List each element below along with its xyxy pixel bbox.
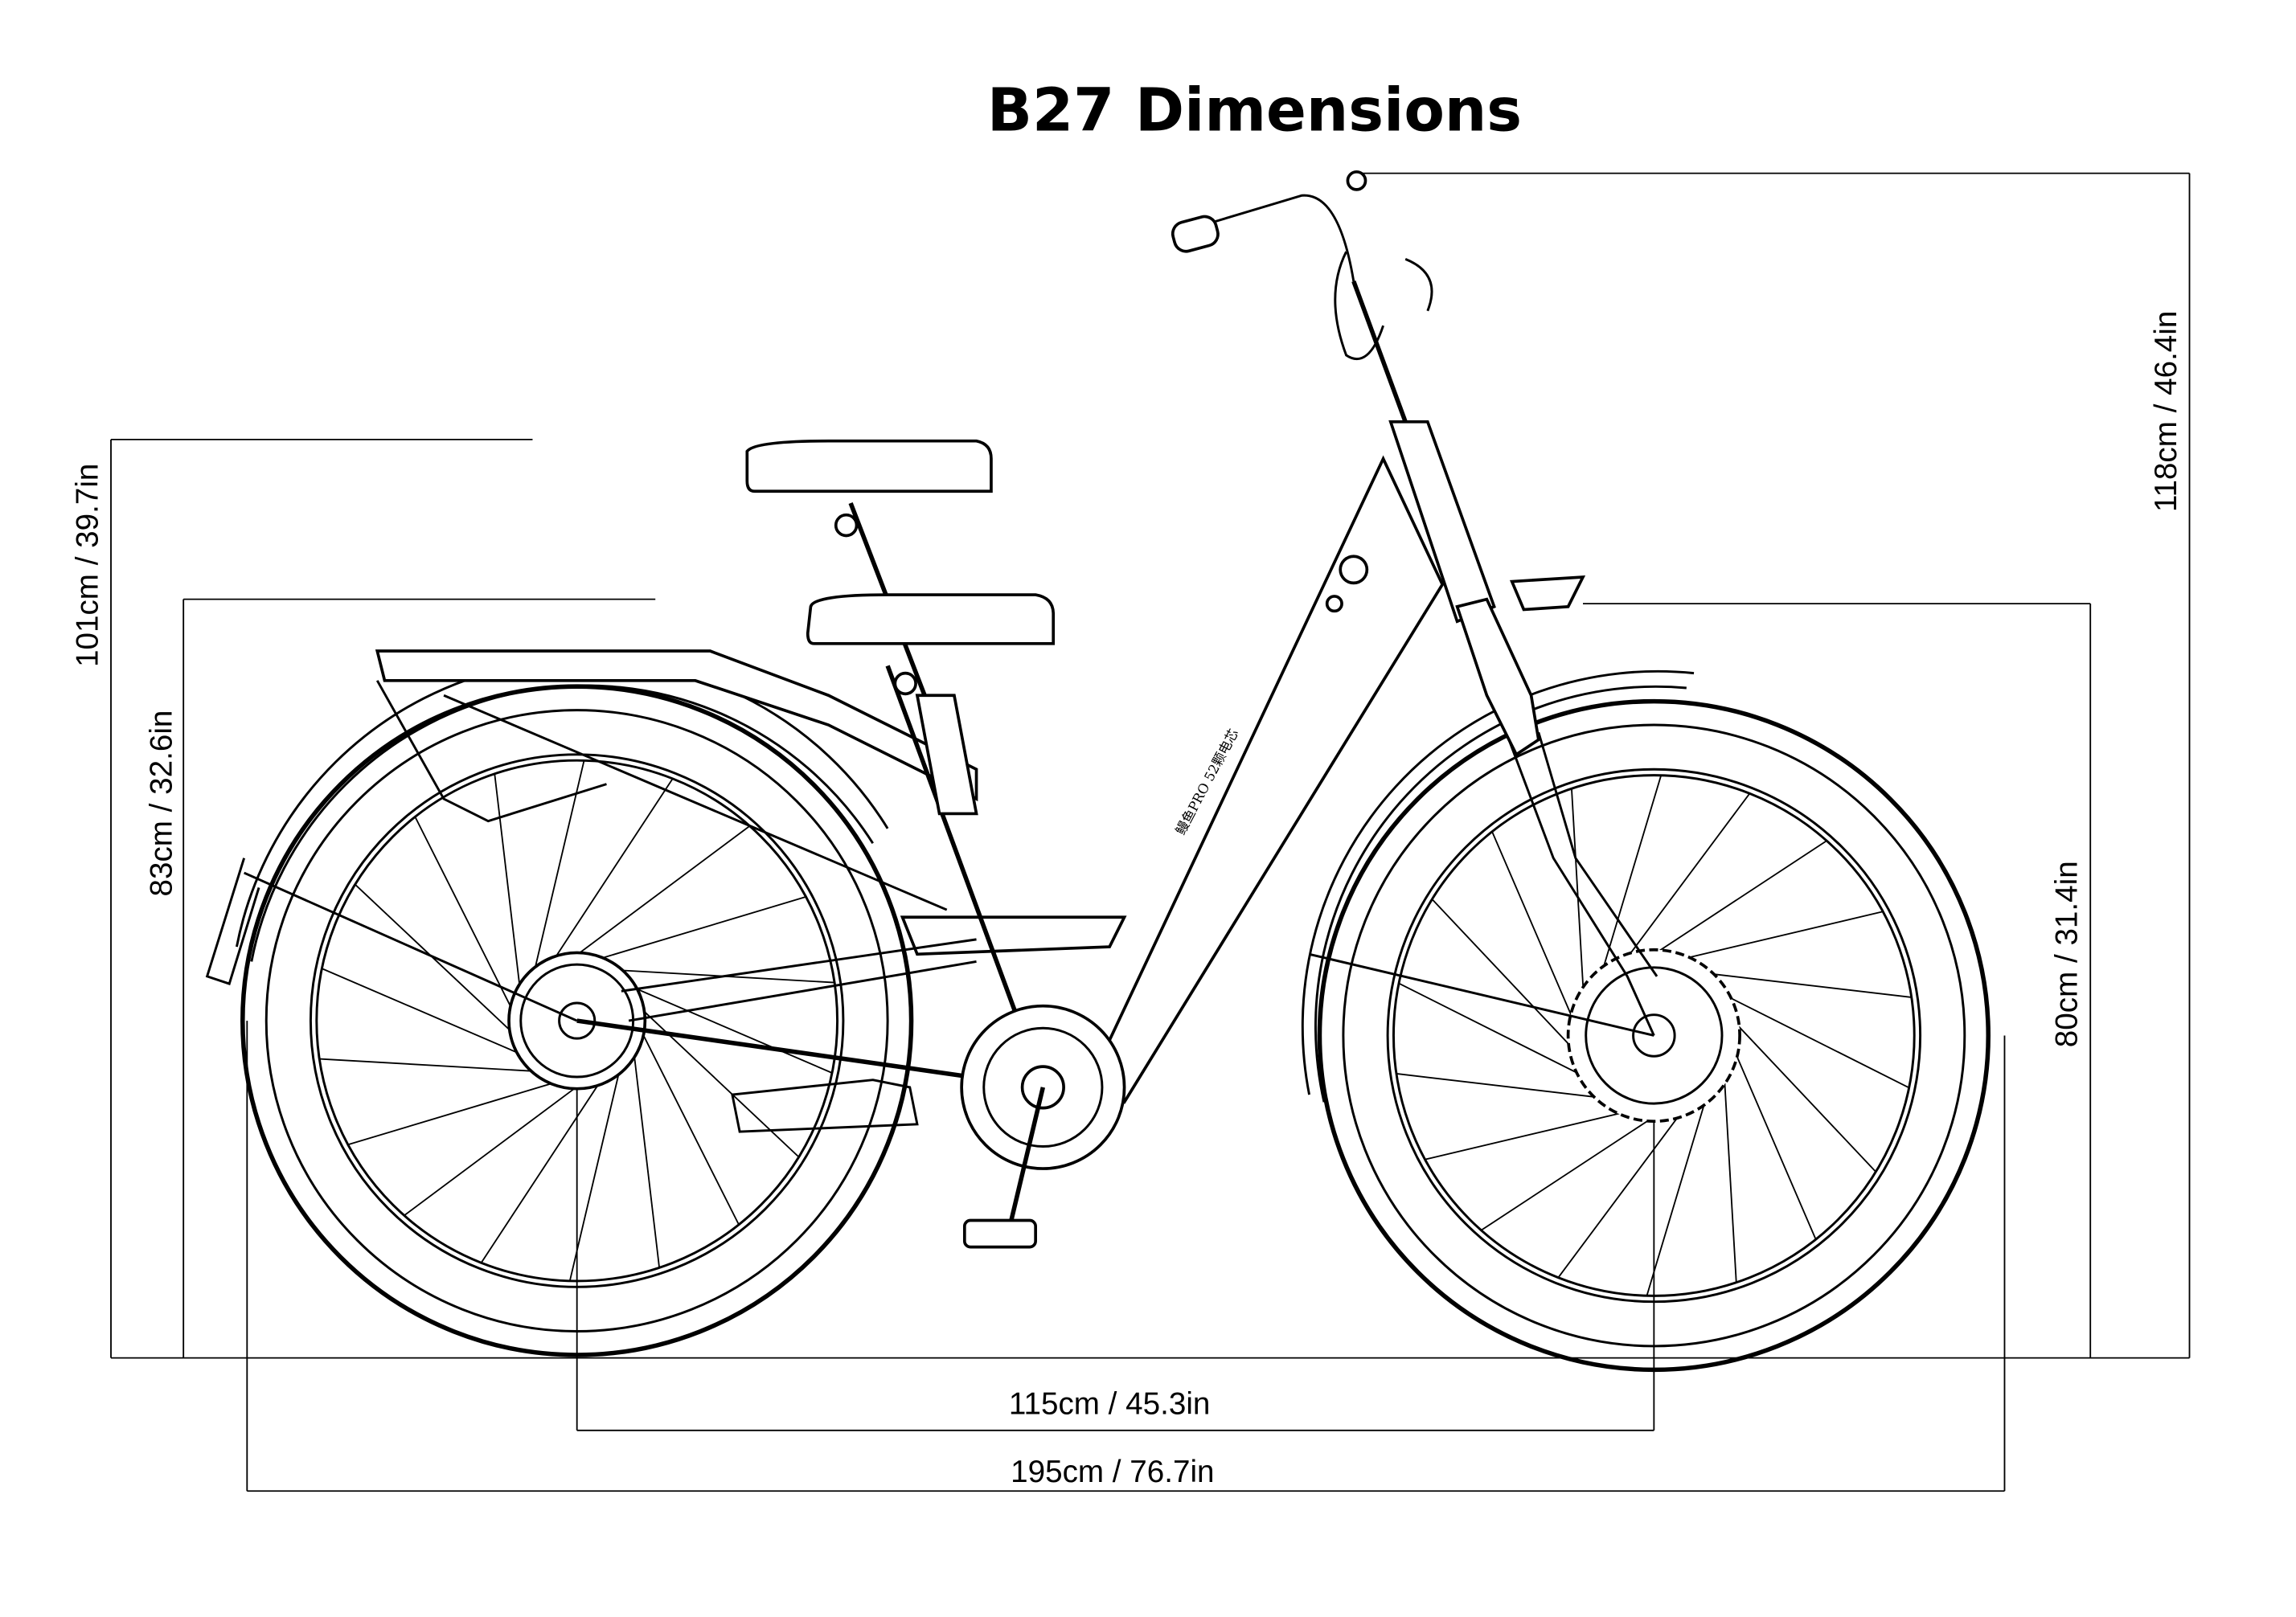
spoke [1722,1060,1737,1283]
spoke [1396,1073,1617,1101]
spoke [1480,1107,1667,1231]
spoke [1431,899,1585,1062]
spoke [319,1058,547,1073]
bike-frame: 鳗鱼PRO 52颗电芯 [576,420,1658,1104]
kickstand [731,1079,919,1133]
spoke [635,1020,740,1226]
spoke [1646,1083,1712,1296]
overall-length-label: 195cm / 76.7in [1011,1455,1214,1489]
saddle-low [806,593,1056,696]
seat-height-max-label: 101cm / 39.7in [70,464,105,667]
rear-rack [205,649,978,1022]
spoke [1491,831,1581,1036]
spoke [568,1058,623,1282]
spoke [1710,987,1910,1089]
spoke [632,1000,800,1158]
spoke [322,968,532,1060]
front-wheel [1317,698,1991,1373]
spoke [404,1078,588,1217]
wheelbase-label: 115cm / 45.3in [1009,1387,1211,1422]
spoke [494,773,523,1001]
seat-height-min-label: 83cm / 32.6in [144,710,178,897]
spoke [1723,1009,1876,1173]
rear-wheel [240,684,914,1357]
spoke [1425,1107,1642,1161]
overall-height-label: 118cm / 46.4in [2149,311,2183,512]
front-height-label: 80cm / 31.4in [2050,861,2085,1047]
spoke [621,981,833,1074]
spoke [1398,982,1598,1084]
spoke [631,1041,661,1268]
spoke [531,760,585,983]
spoke [347,1078,568,1146]
spoke [1596,775,1663,989]
spoke [480,1071,608,1263]
spoke [355,883,523,1042]
spoke [1640,840,1827,964]
spoke [1616,792,1751,972]
page-title: B27 Dimensions [987,76,1522,145]
spoke [1727,1035,1817,1240]
spoke [587,895,806,964]
saddle-high [745,439,993,697]
spoke [566,825,751,964]
handlebar [1171,170,1586,612]
crankset [960,1004,1126,1249]
front-fender [1301,669,1695,1103]
spoke [1691,970,1912,998]
spoke [547,778,674,970]
spoke [1557,1099,1692,1279]
spoke [1667,911,1884,964]
